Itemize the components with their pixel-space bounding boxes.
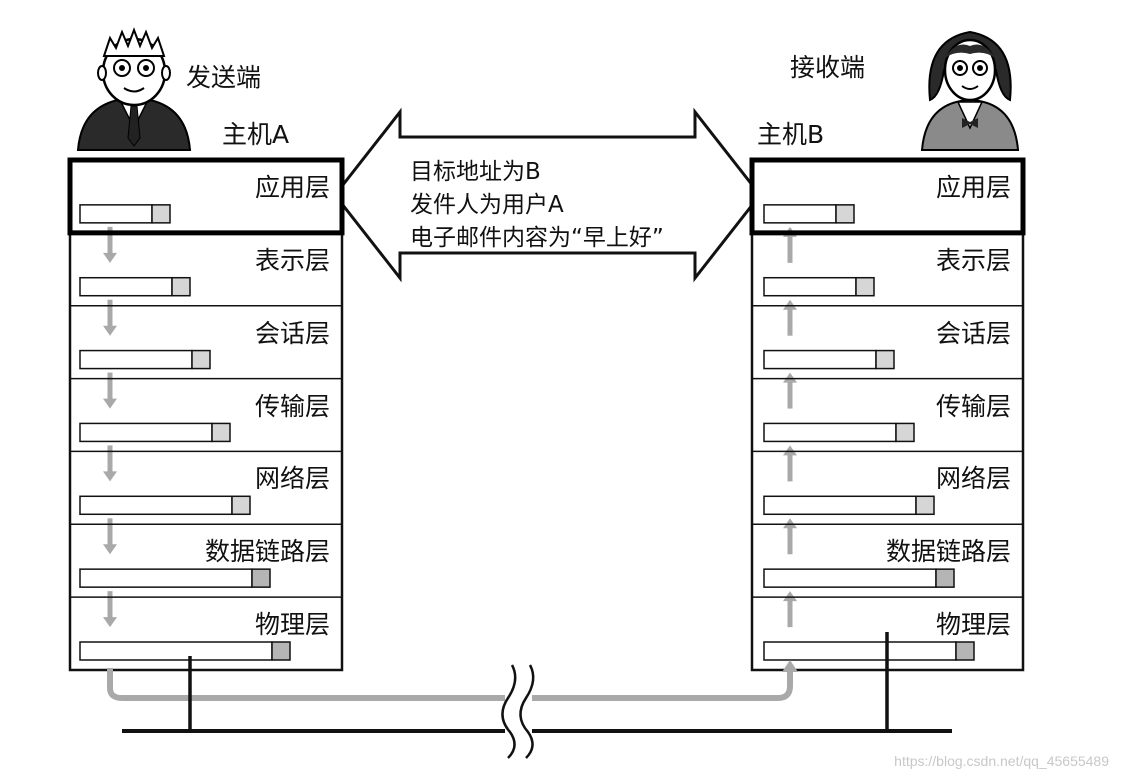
receiver-layer-label: 传输层 [935, 391, 1011, 421]
receiver-data-unit [763, 349, 877, 370]
sender-header-cell [191, 349, 211, 370]
receiver-application-layer-highlight [749, 157, 1026, 236]
sender-data-unit [79, 276, 173, 297]
receiver-person-icon [920, 30, 1020, 151]
receiver-layer-label: 表示层 [935, 245, 1011, 275]
sender-application-layer-highlight [67, 157, 345, 236]
receiver-layer-label: 数据链路层 [885, 537, 1011, 567]
receiver-header-cell [855, 276, 875, 297]
receiver-data-unit [763, 495, 917, 516]
data-flow-arrowhead [782, 660, 798, 672]
sender-data-unit [79, 422, 213, 443]
sender-data-unit [79, 204, 153, 224]
message-line-3: 电子邮件内容为“早上好” [410, 225, 664, 251]
sender-data-unit [79, 641, 273, 661]
sender-host-label: 主机A [222, 120, 290, 149]
receiver-header-cell [895, 422, 915, 443]
receiver-header-cell [835, 204, 855, 224]
sender-header-cell [211, 422, 231, 443]
receiver-host-label: 主机B [757, 120, 825, 149]
receiver-role-label: 接收端 [790, 53, 866, 82]
receiver-header-cell [935, 568, 955, 588]
sender-header-cell [271, 641, 291, 661]
down-flow-arrowhead [103, 325, 117, 336]
network-cable [122, 632, 952, 759]
sender-layer-stack [67, 157, 345, 672]
receiver-data-unit [763, 641, 957, 661]
sender-header-cell [151, 204, 171, 224]
down-flow-arrowhead [103, 252, 117, 263]
sender-data-unit [79, 349, 193, 370]
message-line-2: 发件人为用户A [410, 192, 564, 218]
receiver-data-unit [763, 276, 857, 297]
receiver-layer-label: 网络层 [935, 464, 1011, 494]
message-line-1: 目标地址为B [410, 159, 541, 185]
down-flow-arrowhead [103, 617, 117, 628]
receiver-header-cell [955, 641, 975, 661]
sender-data-unit [79, 568, 253, 588]
receiver-layer-label: 会话层 [935, 318, 1011, 348]
sender-header-cell [171, 276, 191, 297]
sender-header-cell [251, 568, 271, 588]
sender-header-cell [231, 495, 251, 516]
up-flow-arrowhead [783, 591, 797, 602]
data-flow-path [107, 668, 793, 701]
receiver-layer-stack [749, 157, 1026, 672]
down-flow-arrowhead [103, 471, 117, 482]
receiver-data-unit [763, 422, 897, 443]
up-flow-arrowhead [783, 372, 797, 383]
watermark-text: https://blog.csdn.net/qq_45655489 [894, 753, 1109, 769]
sender-layer-label: 数据链路层 [204, 537, 330, 567]
sender-layer-label: 应用层 [254, 173, 330, 202]
sender-layer-label: 表示层 [254, 245, 330, 275]
sender-person-icon [76, 27, 192, 151]
receiver-header-cell [915, 495, 935, 516]
up-flow-arrowhead [783, 445, 797, 456]
receiver-data-unit [763, 204, 837, 224]
sender-layer-label: 物理层 [254, 610, 330, 640]
receiver-data-unit [763, 568, 937, 588]
up-flow-arrowhead [783, 299, 797, 310]
sender-layer-label: 网络层 [254, 464, 330, 494]
down-flow-arrowhead [103, 544, 117, 555]
sender-data-unit [79, 495, 233, 516]
sender-role-label: 发送端 [186, 63, 262, 92]
sender-layer-label: 传输层 [254, 391, 330, 421]
receiver-layer-label: 物理层 [935, 610, 1011, 640]
receiver-header-cell [875, 349, 895, 370]
up-flow-arrowhead [783, 518, 797, 529]
down-flow-arrowhead [103, 398, 117, 409]
sender-layer-label: 会话层 [254, 318, 330, 348]
receiver-layer-label: 应用层 [935, 173, 1011, 202]
